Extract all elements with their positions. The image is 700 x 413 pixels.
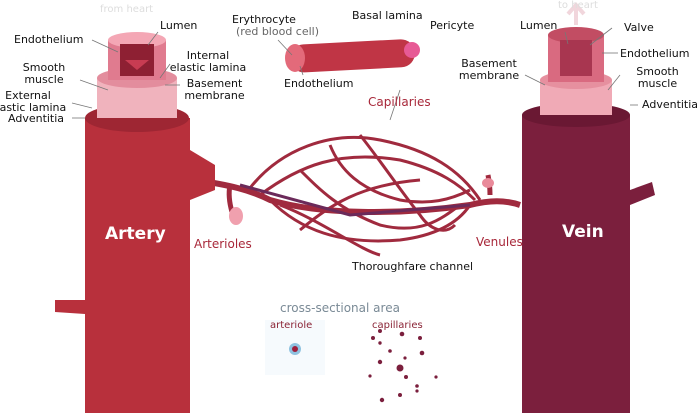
erythrocyte-label: Erythrocyte xyxy=(232,13,296,26)
cross-section-title: cross-sectional area xyxy=(280,301,400,315)
artery-vessel xyxy=(55,32,243,413)
vein-title: Vein xyxy=(562,222,604,242)
vein-label-endothelium: Endothelium xyxy=(620,47,690,60)
artery-title: Artery xyxy=(105,224,166,244)
from-heart-label: from heart xyxy=(100,4,154,15)
capillaries-label: Capillaries xyxy=(368,95,431,109)
capillary-endothelium-label: Endothelium xyxy=(284,77,354,90)
basal-lamina-label: Basal lamina xyxy=(352,9,423,22)
venules-label: Venules xyxy=(476,235,523,249)
artery-label-internal-elastic-lamina: Internal elastic lamina xyxy=(169,49,247,74)
artery-label-adventitia: Adventitia xyxy=(8,112,65,125)
leader-lines xyxy=(71,27,638,121)
erythrocyte-note: (red blood cell) xyxy=(236,25,320,38)
to-heart-label: to heart xyxy=(558,0,598,11)
vein-label-lumen: Lumen xyxy=(520,19,558,32)
artery-label-lumen: Lumen xyxy=(160,19,198,32)
capillary-tube xyxy=(285,39,420,73)
thoroughfare-channel xyxy=(239,183,471,217)
thoroughfare-channel-label: Thoroughfare channel xyxy=(352,260,474,273)
vein-label-valve: Valve xyxy=(624,21,654,34)
pericyte-label: Pericyte xyxy=(430,19,475,32)
cross-section-figures xyxy=(265,320,438,403)
flow-arrow-icon xyxy=(566,1,586,25)
artery-label-basement-membrane: Basement membrane xyxy=(184,77,245,102)
vein-label-adventitia: Adventitia xyxy=(642,98,699,111)
cross-section-arteriole-label: arteriole xyxy=(270,320,313,331)
cross-section-capillaries-label: capillaries xyxy=(372,320,423,331)
vein-label-basement-membrane: Basement membrane xyxy=(458,57,520,82)
vein-vessel xyxy=(482,1,655,413)
artery-label-external-elastic-lamina: External elastic lamina xyxy=(0,89,67,114)
artery-label-smooth-muscle: Smooth muscle xyxy=(22,61,66,86)
artery-label-endothelium: Endothelium xyxy=(14,33,84,46)
capillary-network xyxy=(194,134,521,257)
arterioles-label: Arterioles xyxy=(194,237,252,251)
vein-label-smooth-muscle: Smooth muscle xyxy=(636,65,679,90)
